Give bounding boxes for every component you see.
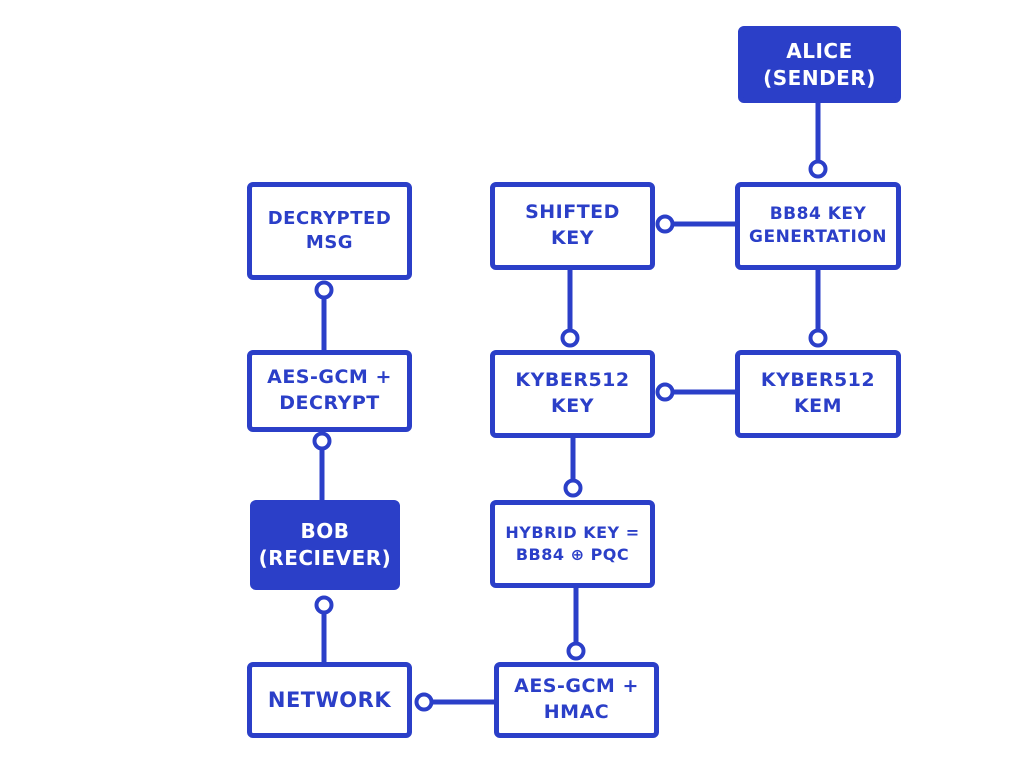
node-decrypted-msg: DECRYPTED MSG [247,182,412,280]
node-network-line-1: NETWORK [267,687,392,712]
node-kyber-kem-line-1: KYBER512 [760,369,876,392]
node-aes-hmac-line-1: AES-GCM + [514,675,639,698]
node-kyber-key-line-1: KYBER512 [515,369,630,392]
connector-bb84-shifted [655,214,735,234]
connector-endpoint-circle [314,280,334,300]
node-kyber512-kem: KYBER512 KEM [735,350,901,438]
node-alice-line-1: ALICE [786,38,853,63]
node-aes-gcm-hmac: AES-GCM + HMAC [494,662,659,738]
node-bob-line-1: BOB [300,519,350,543]
connector-endpoint-circle [808,328,828,348]
node-kyber-key-line-2: KEY [551,395,594,417]
connector-endpoint-circle [655,214,675,234]
node-network: NETWORK [247,662,412,738]
connector-shifted-kyber-key [560,270,580,348]
connector-endpoint-circle [560,328,580,348]
node-bob-line-2: (RECIEVER) [258,546,392,570]
connector-endpoint-circle [563,478,583,498]
node-bb84-key-generation: BB84 KEY GENERTATION [735,182,901,270]
connector-endpoint-circle [808,159,828,179]
connector-endpoint-circle [314,595,334,615]
connector-alice-bb84 [808,103,828,179]
connector-kyber-kem-kyber-key [655,382,735,402]
node-alice-line-2: (SENDER) [763,65,876,90]
node-shifted-line-2: KEY [551,227,594,249]
node-bb84-line-1: BB84 KEY [769,204,867,225]
connector-bob-aes-decrypt [312,431,332,500]
node-alice-sender: ALICE (SENDER) [738,26,901,103]
node-aes-decrypt-line-2: DECRYPT [279,392,380,414]
node-hybrid-key: HYBRID KEY = BB84 ⊕ PQC [490,500,655,588]
node-shifted-key: SHIFTED KEY [490,182,655,270]
connector-endpoint-circle [312,431,332,451]
connector-endpoint-circle [566,641,586,661]
connector-hybrid-aes-hmac [566,588,586,661]
node-aes-hmac-line-2: HMAC [543,701,610,723]
connector-endpoint-circle [414,692,434,712]
node-bob-receiver: BOB (RECIEVER) [250,500,400,590]
node-hybrid-line-2: BB84 ⊕ PQC [515,545,630,564]
node-decrypted-line-1: DECRYPTED [267,207,392,229]
connector-bb84-kyber-kem [808,270,828,348]
node-shifted-line-1: SHIFTED [525,201,620,224]
node-kyber512-key: KYBER512 KEY [490,350,655,438]
node-decrypted-line-2: MSG [305,232,354,253]
connector-endpoint-circle [655,382,675,402]
node-aes-decrypt-line-1: AES-GCM + [267,366,392,389]
connector-network-bob [314,595,334,662]
connector-aes-decrypt-decrypted [314,280,334,350]
node-kyber-kem-line-2: KEM [793,395,843,417]
connector-kyber-key-hybrid [563,438,583,498]
connector-aes-hmac-network [414,692,494,712]
node-hybrid-line-1: HYBRID KEY = [505,523,640,543]
node-bb84-line-2: GENERTATION [749,227,887,247]
node-aes-gcm-decrypt: AES-GCM + DECRYPT [247,350,412,432]
